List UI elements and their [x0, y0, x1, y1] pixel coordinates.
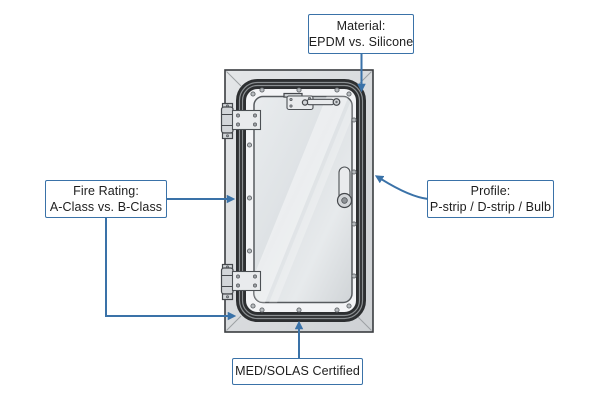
gasket-seal [236, 79, 366, 322]
handle-spindle [341, 197, 348, 204]
rivet [351, 221, 357, 227]
callout-profile: Profile: P-strip / D-strip / Bulb [427, 180, 554, 218]
hinge-screw [236, 122, 240, 127]
rivet [296, 87, 302, 93]
fire-rating-bottom-connector-arrow [105, 218, 237, 321]
rivet [334, 307, 340, 313]
rivet [351, 117, 357, 123]
latch-eye-hole [335, 100, 338, 104]
hinge-plate [231, 109, 262, 131]
rivet [351, 273, 357, 279]
hinge-bolt [226, 134, 229, 138]
rivet [334, 87, 340, 93]
rivet [296, 307, 302, 313]
rivet [346, 303, 352, 309]
callout-fire-rating-value: A-Class vs. B-Class [49, 200, 163, 214]
callout-fire-rating: Fire Rating: A-Class vs. B-Class [45, 180, 167, 218]
door-handle [336, 166, 353, 209]
rivet-ring [246, 87, 357, 313]
frame-bevel-lines [226, 71, 372, 331]
rivet [259, 87, 265, 93]
rivet [351, 169, 357, 175]
rivet [259, 307, 265, 313]
callout-certification-label: MED/SOLAS Certified [235, 364, 360, 379]
rivet [246, 142, 253, 148]
rivet [246, 248, 253, 254]
hinge-screw [253, 122, 257, 127]
rivet [250, 91, 256, 97]
rivet [346, 91, 352, 97]
callout-material-value: EPDM vs. Silicone [308, 35, 414, 49]
latch-screw [289, 104, 293, 108]
hinge-top [220, 102, 262, 140]
callout-profile-value: P-strip / D-strip / Bulb [429, 200, 552, 214]
latch-pivot [301, 99, 309, 106]
profile-connector-arrow [374, 175, 429, 200]
hinge-barrel [220, 106, 234, 134]
rivet [246, 195, 253, 201]
callout-material: Material: EPDM vs. Silicone [308, 14, 414, 54]
latch-assembly [283, 92, 341, 111]
callout-certification: MED/SOLAS Certified [232, 358, 363, 385]
callout-profile-title: Profile: [470, 183, 511, 198]
panel-reflection [254, 96, 352, 303]
latch-rod [306, 98, 335, 106]
callout-fire-rating-title: Fire Rating: [73, 183, 139, 198]
rivet [250, 303, 256, 309]
hinge-screw [236, 113, 240, 118]
latch-screw [289, 97, 293, 102]
hinge-screw [253, 113, 257, 118]
callout-material-title: Material: [336, 18, 386, 33]
